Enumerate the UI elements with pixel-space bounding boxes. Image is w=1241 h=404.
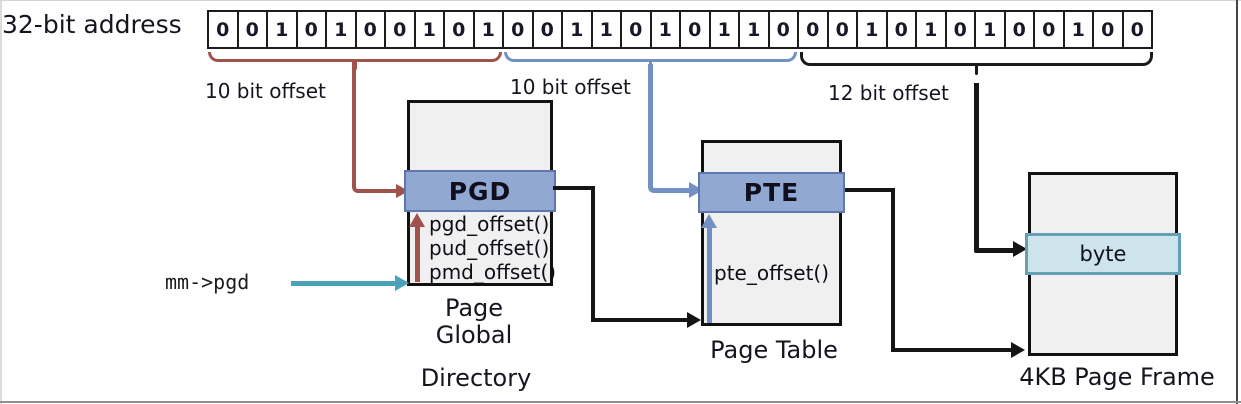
red-elbow-connector xyxy=(352,62,400,193)
pgd-caption-line1: Page xyxy=(444,294,504,322)
bit-cell: 0 xyxy=(357,12,386,47)
mm-pgd-label: mm->pgd xyxy=(165,270,250,294)
bit-cell: 0 xyxy=(504,12,534,47)
bit-cell: 0 xyxy=(1094,12,1124,47)
bit-cell: 0 xyxy=(209,12,239,47)
address-row-title: 32-bit address xyxy=(2,10,182,39)
bit-cell: 0 xyxy=(622,12,652,47)
pte-to-frame-line xyxy=(891,348,1013,352)
pgd-to-pagetable-connector xyxy=(553,186,595,322)
byte-band-label: byte xyxy=(1079,242,1127,266)
bit-cell: 0 xyxy=(1130,18,1144,41)
bit-cell: 0 xyxy=(386,12,416,47)
pgd-entry-band: PGD xyxy=(404,170,556,212)
pte-offset-function: pte_offset() xyxy=(714,261,830,285)
pgd-walk-up-arrowhead xyxy=(409,213,425,227)
mm-pgd-arrowhead xyxy=(395,275,409,291)
pte-walk-up-arrow-shaft xyxy=(707,227,712,323)
bit-cell: 0 xyxy=(799,12,829,47)
bit-cell: 1 xyxy=(268,12,298,47)
bit-cell: 0 xyxy=(770,12,799,47)
brace-center-tick xyxy=(975,65,978,75)
pgd-bits-brace xyxy=(208,52,502,70)
bit-cell: 0 xyxy=(534,12,563,47)
bit-cell: 1 xyxy=(327,12,357,47)
blue-elbow-connector xyxy=(648,64,694,193)
pgd-to-pagetable-line xyxy=(591,318,689,322)
pgd-caption-line3: Directory xyxy=(420,364,532,392)
bit-cell: 1 xyxy=(1065,12,1094,47)
frame-edge-right xyxy=(1236,0,1238,404)
bit-cell: 0 xyxy=(239,12,268,47)
offset-arrowhead xyxy=(1013,241,1027,257)
bit-cell: 0 xyxy=(445,12,475,47)
offset-elbow-connector xyxy=(974,83,1018,253)
bit-cell: 1 xyxy=(740,12,770,47)
brace-right-curl xyxy=(976,52,1153,66)
frame-edge-top xyxy=(0,0,1241,1)
bit-cell: 1 xyxy=(563,12,593,47)
brace-left-curl xyxy=(504,52,651,62)
bit-cell: 0 xyxy=(298,12,327,47)
bit-cell: 1 xyxy=(711,12,740,47)
bit-cell: 0 xyxy=(681,12,711,47)
pgd-to-pagetable-arrowhead xyxy=(687,312,701,328)
pgd-band-label: PGD xyxy=(448,176,512,206)
pgd-walk-up-arrow-shaft xyxy=(415,226,420,282)
brace-left-curl xyxy=(800,52,977,66)
pte-entry-band: PTE xyxy=(698,172,845,213)
pte-bits-brace xyxy=(504,52,797,70)
bit-cell: 0 xyxy=(1035,12,1065,47)
bit-cell: 1 xyxy=(593,12,622,47)
bit-cell: 1 xyxy=(917,12,947,47)
frame-edge-left xyxy=(0,0,2,404)
bit-cell: 0 xyxy=(829,12,858,47)
pud-offset-function: pud_offset() xyxy=(429,236,550,260)
offset-bits-brace xyxy=(800,52,1153,75)
segment-label-page-offset: 12 bit offset xyxy=(828,81,949,105)
brace-right-curl xyxy=(650,52,797,62)
pte-to-frame-arrowhead xyxy=(1011,342,1025,358)
mm-pgd-arrow-shaft xyxy=(291,281,397,286)
pgd-caption-line2: Global xyxy=(435,321,513,349)
brace-left-curl xyxy=(208,52,355,62)
pgd-offset-function: pgd_offset() xyxy=(429,212,550,236)
byte-band: byte xyxy=(1025,233,1181,275)
bit-cell: 1 xyxy=(652,12,681,47)
brace-right-curl xyxy=(355,52,502,62)
pte-walk-up-arrowhead xyxy=(701,214,717,228)
bit-cell: 1 xyxy=(858,12,888,47)
pmd-offset-function: pmd_offset() xyxy=(429,260,557,284)
page-table-caption: Page Table xyxy=(710,336,838,364)
bit-cell: 1 xyxy=(475,12,504,47)
bit-cell: 0 xyxy=(1006,12,1035,47)
pte-band-label: PTE xyxy=(743,178,800,207)
pte-to-frame-connector xyxy=(845,188,895,352)
segment-label-pgd-offset: 10 bit offset xyxy=(205,79,326,103)
page-frame-caption: 4KB Page Frame xyxy=(1019,363,1215,391)
bit-cell: 1 xyxy=(976,12,1006,47)
segment-label-pte-offset: 10 bit offset xyxy=(510,75,631,99)
page-table-box xyxy=(701,140,842,326)
bit-cell: 0 xyxy=(888,12,917,47)
bit-cell: 1 xyxy=(416,12,445,47)
frame-edge-bottom xyxy=(0,401,1241,403)
bit-cell: 0 xyxy=(947,12,976,47)
